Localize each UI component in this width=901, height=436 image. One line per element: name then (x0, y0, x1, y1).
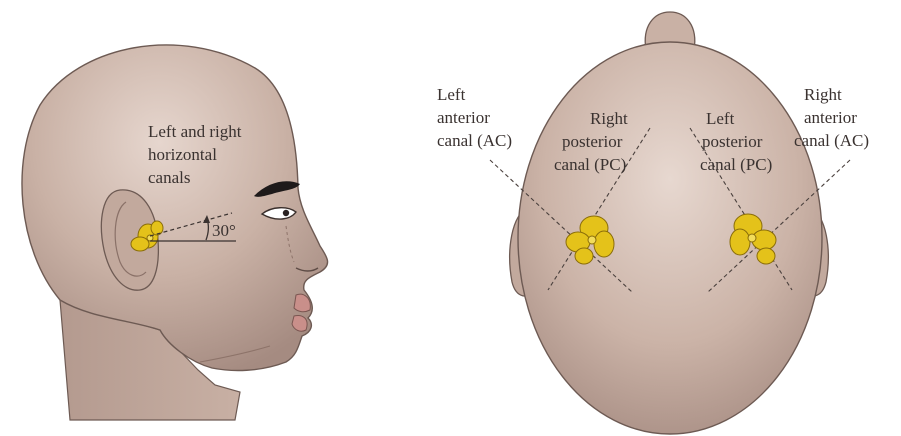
angle-label: 30° (212, 221, 236, 240)
side-label-line1: Left and right (148, 122, 242, 141)
right-anterior-line2: anterior (804, 108, 857, 127)
side-view-head (22, 45, 328, 420)
side-label-line2: horizontal (148, 145, 217, 164)
eye-pupil (283, 210, 289, 216)
left-anterior-line3: canal (AC) (437, 131, 512, 150)
left-posterior-line3: canal (PC) (700, 155, 772, 174)
right-posterior-line1: Right (590, 109, 628, 128)
right-posterior-line3: canal (PC) (554, 155, 626, 174)
left-posterior-line2: posterior (702, 132, 763, 151)
left-anterior-line1: Left (437, 85, 466, 104)
top-head-silhouette (518, 42, 822, 434)
left-posterior-line1: Left (706, 109, 735, 128)
left-anterior-line2: anterior (437, 108, 490, 127)
top-view-head (490, 12, 850, 434)
right-anterior-line1: Right (804, 85, 842, 104)
right-posterior-line2: posterior (562, 132, 623, 151)
right-anterior-line3: canal (AC) (794, 131, 869, 150)
side-label-line3: canals (148, 168, 190, 187)
